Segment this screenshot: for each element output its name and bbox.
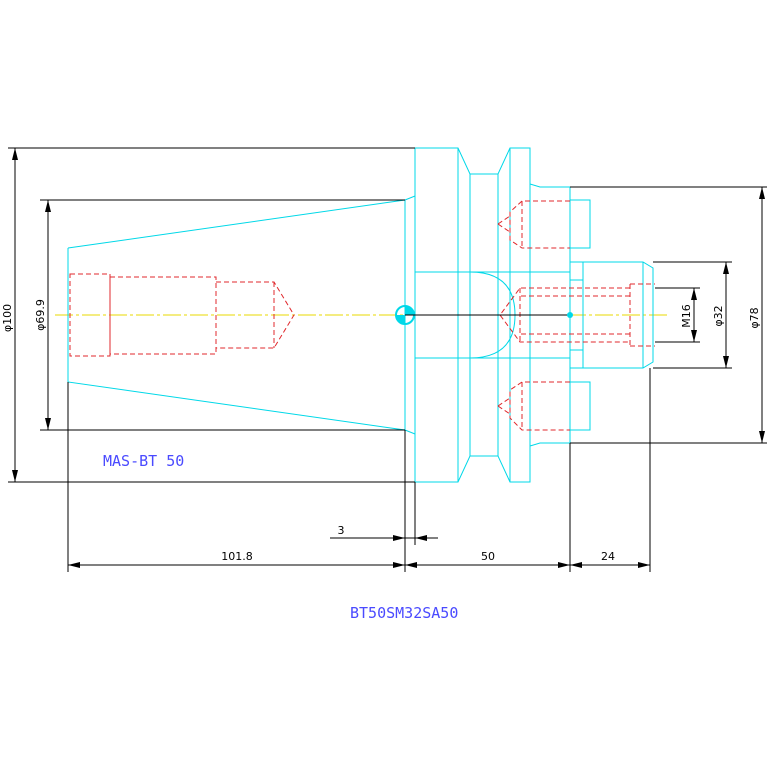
dim-dia-32: φ32 xyxy=(712,305,725,326)
dim-thread-m16: M16 xyxy=(680,304,693,328)
dim-length-24: 24 xyxy=(601,550,615,563)
hidden-features xyxy=(69,200,655,431)
dimension-lines xyxy=(8,147,767,572)
dim-length-101-8: 101.8 xyxy=(221,550,253,563)
dim-length-50: 50 xyxy=(481,550,495,563)
taper-standard-label: MAS-BT 50 xyxy=(103,452,184,470)
dim-dia-69-9: φ69.9 xyxy=(34,299,47,331)
center-marker xyxy=(395,305,573,325)
dim-length-3: 3 xyxy=(338,524,345,537)
dim-dia-100: φ100 xyxy=(1,304,14,332)
part-number-label: BT50SM32SA50 xyxy=(350,604,458,622)
dim-dia-78: φ78 xyxy=(748,307,761,328)
